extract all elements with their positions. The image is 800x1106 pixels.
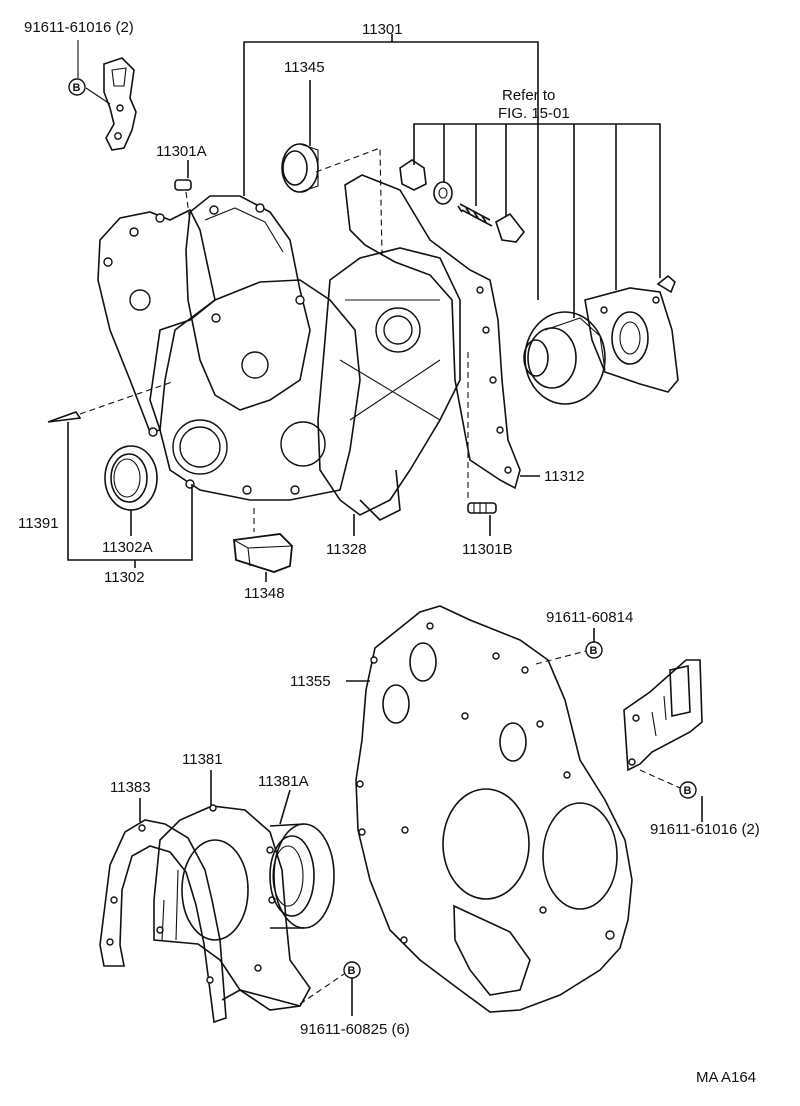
label-figure-code: MA A164 [696,1069,756,1086]
timing-cover-assembly [97,174,521,521]
relief-valve-parts [399,159,676,294]
label-11301A: 11301A [156,143,207,160]
label-91611-61016-top: 91611-61016 (2) [24,19,134,36]
label-11383: 11383 [110,779,151,796]
bolt-marker-right [679,781,697,799]
oil-seal-11381A [269,823,335,929]
label-11381: 11381 [182,751,223,768]
pin-11391-dashline [79,381,173,415]
leader-fig-ref [413,123,661,278]
leader-11301 [243,41,539,300]
label-refer-to: Refer to [502,87,555,104]
stud-11301B [467,502,497,514]
leader-91611-60825 [299,973,345,1005]
pin-11301A [174,179,192,191]
bolt-marker-right-text: B [684,785,692,797]
label-11345: 11345 [284,59,325,76]
label-11391: 11391 [18,515,59,532]
label-fig-ref: FIG. 15-01 [498,105,570,122]
bolt-marker-top [68,78,86,96]
label-91611-60814: 91611-60814 [546,609,633,626]
label-11355: 11355 [290,673,331,690]
bolt-marker-60814-text: B [590,645,598,657]
leader-11302 [67,422,193,561]
bracket-right [623,659,703,772]
seal-11345 [281,143,319,193]
leader-bracket-bolt [85,87,111,105]
oil-seal-11302A [104,445,158,511]
bracket-top-left [103,57,137,151]
end-plate-11355 [355,605,633,1013]
pin-11301A-dashline [185,191,191,223]
gasket-11383 [99,819,227,1024]
label-11301: 11301 [362,21,403,38]
label-91611-60825: 91611-60825 (6) [300,1021,410,1038]
seal-11345-dashline [315,147,383,257]
pin-11391 [47,411,82,423]
bolt-marker-60825-text: B [348,965,356,977]
block-11348 [233,533,293,573]
label-11381A: 11381A [258,773,309,790]
label-11302A: 11302A [102,539,153,556]
retainer-11381 [153,804,311,1011]
leader-91611-60814 [535,650,587,665]
bolt-marker-top-text: B [73,82,81,94]
label-11301B: 11301B [462,541,513,558]
label-11302: 11302 [104,569,145,586]
label-91611-61016-right: 91611-61016 (2) [650,821,760,838]
label-11312: 11312 [544,468,585,485]
label-11328: 11328 [326,541,367,558]
leader-bracket-right-bolt [639,769,681,789]
oil-pump-rotor [523,311,606,405]
leader-11381A [279,789,291,825]
oil-pump-cover [584,287,679,393]
label-11348: 11348 [244,585,285,602]
